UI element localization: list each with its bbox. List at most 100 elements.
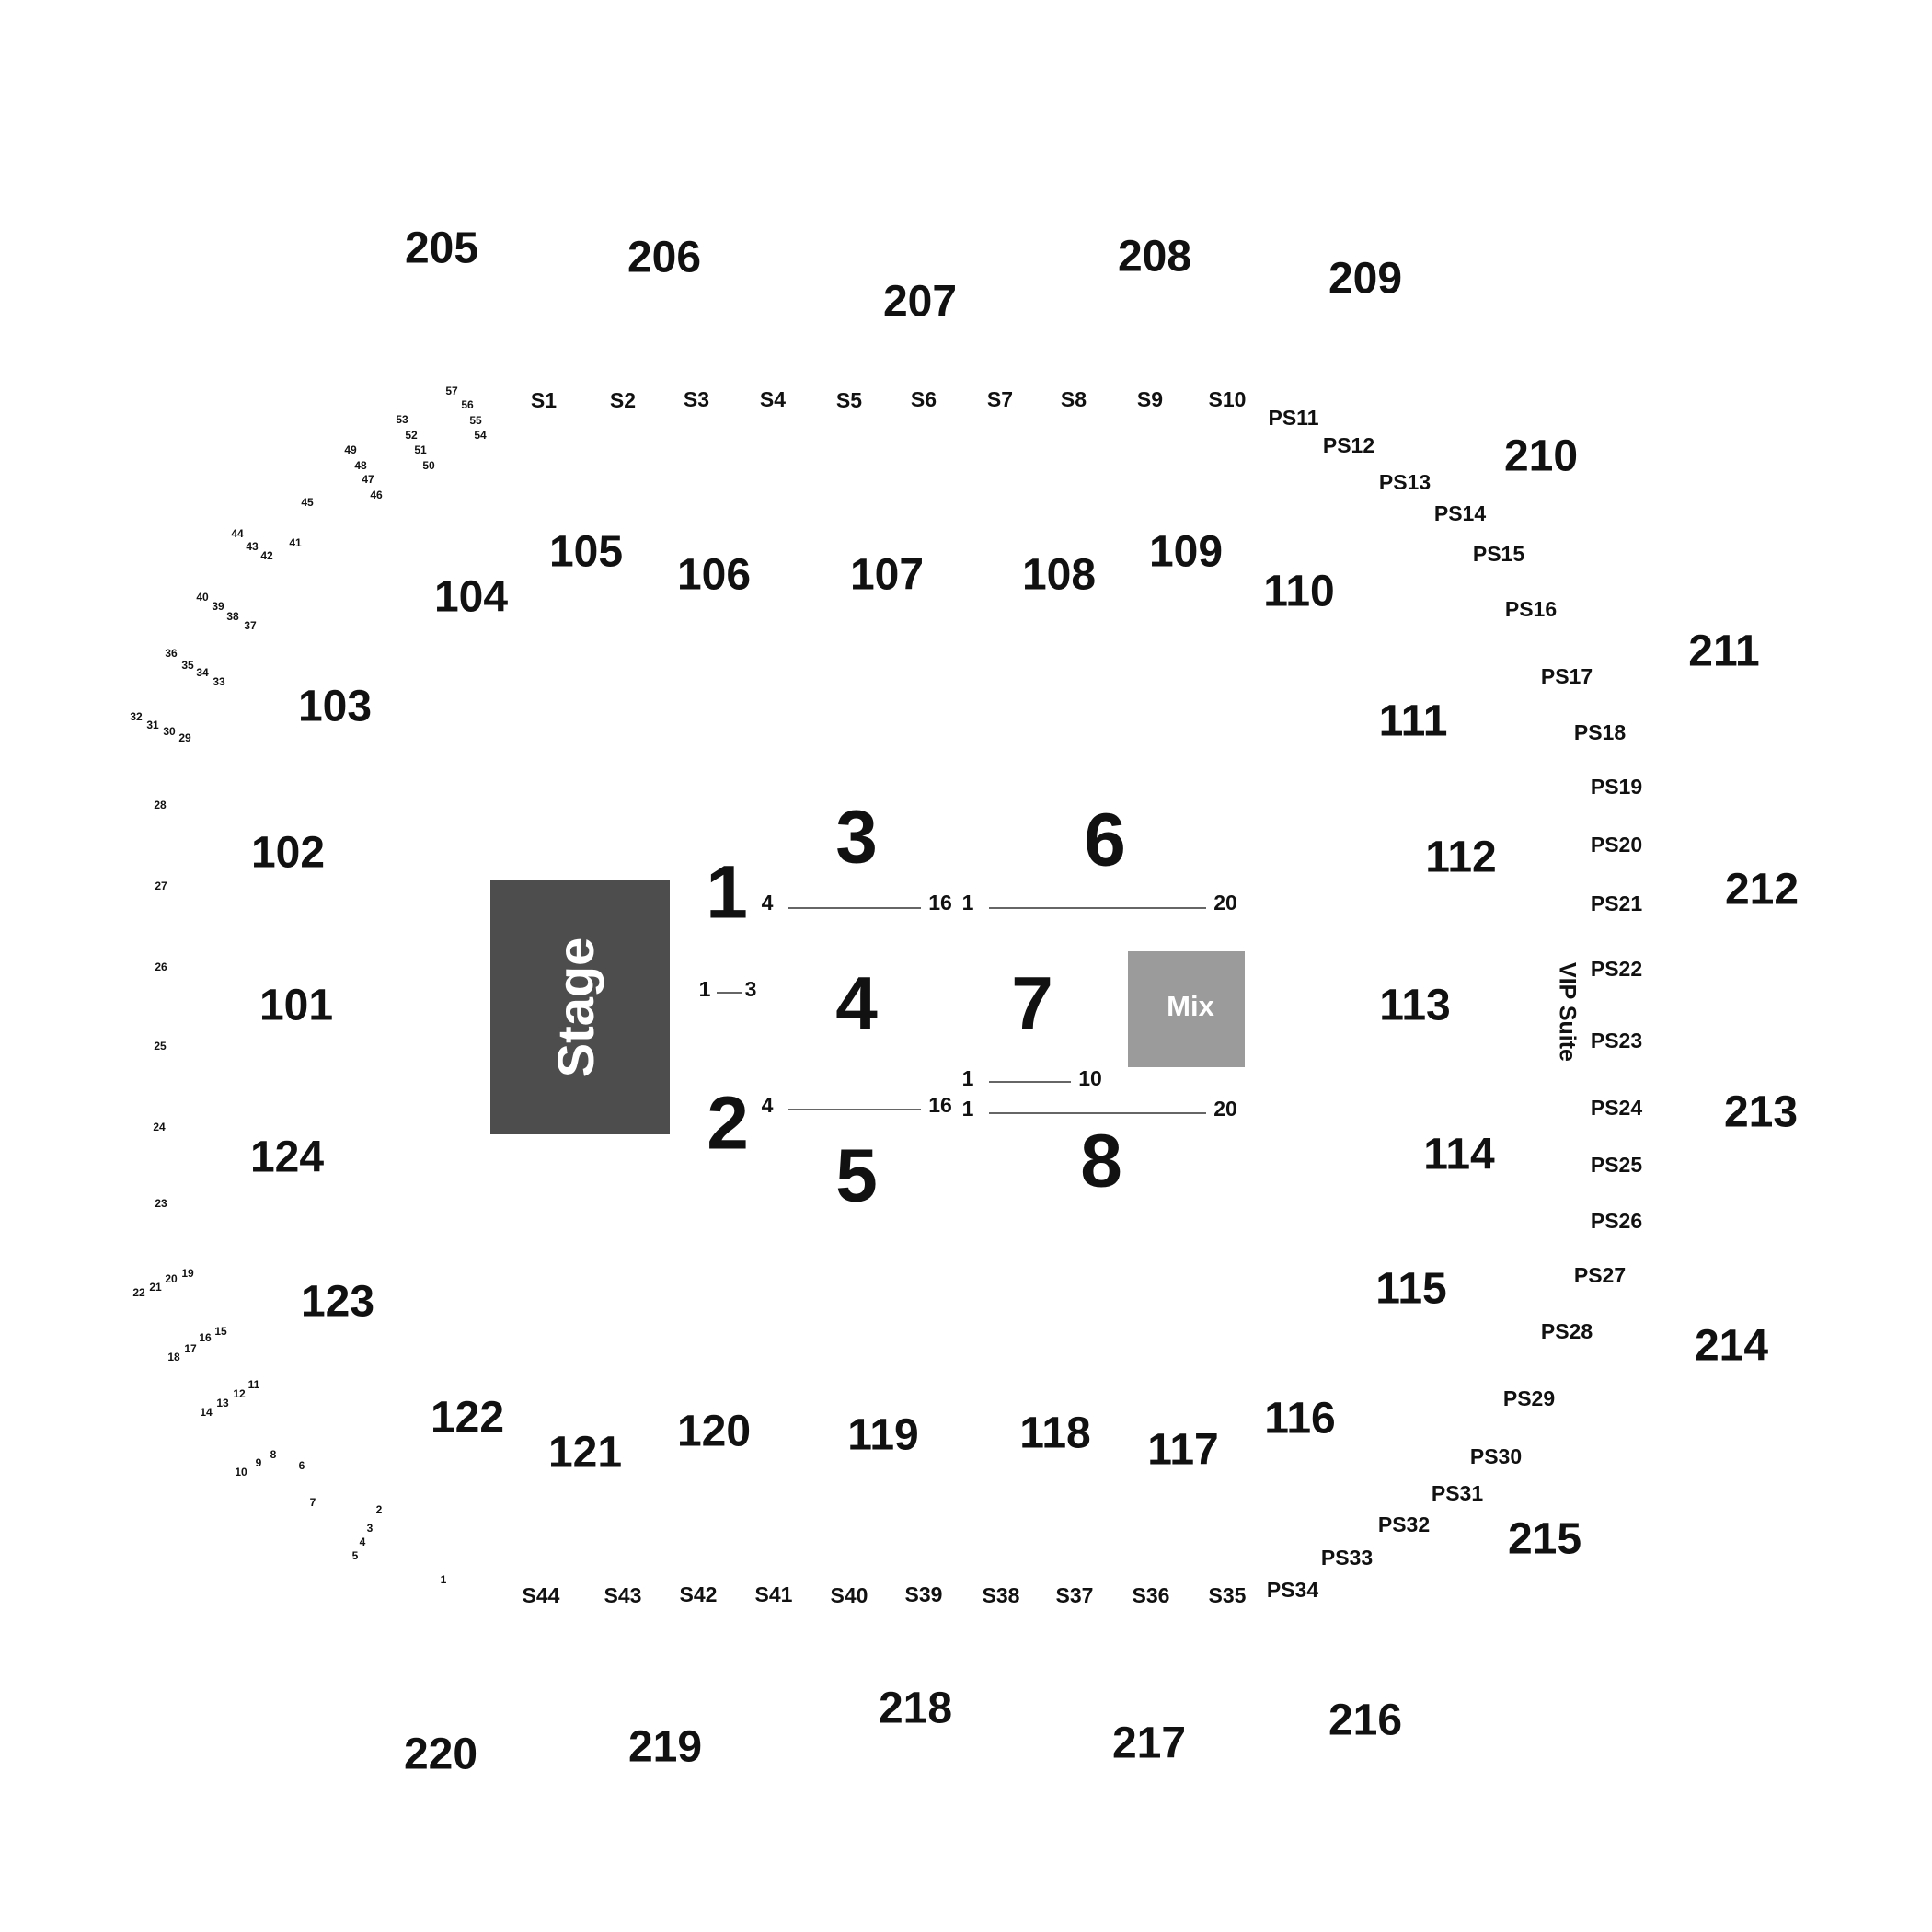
- lower-section-label[interactable]: 121: [548, 1429, 622, 1478]
- box-seat-label[interactable]: 42: [260, 549, 273, 562]
- box-seat-label[interactable]: 7: [310, 1496, 316, 1509]
- suite-label[interactable]: S44: [523, 1583, 560, 1607]
- box-seat-label[interactable]: 2: [376, 1503, 383, 1516]
- lower-section-label[interactable]: 111: [1379, 697, 1448, 746]
- party-suite-label[interactable]: PS34: [1267, 1578, 1318, 1602]
- upper-section-label[interactable]: 218: [879, 1685, 952, 1733]
- party-suite-label[interactable]: PS30: [1470, 1444, 1522, 1468]
- box-seat-label[interactable]: 50: [422, 459, 435, 472]
- box-seat-label[interactable]: 31: [146, 719, 159, 731]
- floor-section-label[interactable]: 4: [835, 962, 878, 1046]
- suite-label[interactable]: S36: [1133, 1583, 1170, 1607]
- box-seat-label[interactable]: 4: [360, 1535, 366, 1548]
- lower-section-label[interactable]: 117: [1147, 1426, 1218, 1475]
- box-seat-label[interactable]: 13: [216, 1397, 229, 1409]
- party-suite-label[interactable]: PS27: [1574, 1263, 1626, 1287]
- lower-section-label[interactable]: 105: [549, 528, 623, 577]
- suite-label[interactable]: S37: [1056, 1583, 1094, 1607]
- party-suite-label[interactable]: PS11: [1269, 406, 1319, 430]
- suite-label[interactable]: S5: [836, 388, 862, 412]
- lower-section-label[interactable]: 118: [1019, 1409, 1090, 1458]
- suite-label[interactable]: S40: [831, 1583, 868, 1607]
- party-suite-label[interactable]: PS18: [1574, 720, 1626, 744]
- box-seat-label[interactable]: 29: [178, 731, 191, 744]
- party-suite-label[interactable]: PS31: [1432, 1481, 1483, 1505]
- lower-section-label[interactable]: 103: [298, 683, 372, 731]
- suite-label[interactable]: S4: [760, 387, 786, 411]
- box-seat-label[interactable]: 26: [155, 960, 167, 973]
- suite-label[interactable]: S9: [1137, 387, 1163, 411]
- box-seat-label[interactable]: 41: [289, 536, 302, 549]
- suite-label[interactable]: S2: [610, 388, 636, 412]
- box-seat-label[interactable]: 3: [367, 1522, 374, 1535]
- suite-label[interactable]: S42: [680, 1582, 718, 1606]
- suite-label[interactable]: S7: [987, 387, 1013, 411]
- box-seat-label[interactable]: 25: [154, 1040, 167, 1052]
- upper-section-label[interactable]: 207: [883, 278, 957, 327]
- box-seat-label[interactable]: 33: [213, 675, 225, 688]
- box-seat-label[interactable]: 21: [149, 1281, 162, 1294]
- lower-section-label[interactable]: 113: [1379, 982, 1450, 1030]
- box-seat-label[interactable]: 48: [354, 459, 367, 472]
- party-suite-label[interactable]: PS14: [1434, 501, 1486, 525]
- upper-section-label[interactable]: 205: [405, 224, 478, 273]
- box-seat-label[interactable]: 1: [441, 1573, 447, 1586]
- party-suite-label[interactable]: PS19: [1591, 775, 1642, 799]
- party-suite-label[interactable]: PS13: [1379, 470, 1431, 494]
- box-seat-label[interactable]: 55: [469, 414, 482, 427]
- lower-section-label[interactable]: 112: [1425, 834, 1496, 882]
- box-seat-label[interactable]: 51: [414, 443, 427, 456]
- party-suite-label[interactable]: PS20: [1591, 833, 1642, 857]
- floor-section-label[interactable]: 8: [1080, 1120, 1122, 1203]
- box-seat-label[interactable]: 14: [200, 1406, 213, 1419]
- box-seat-label[interactable]: 12: [233, 1387, 246, 1400]
- floor-section-label[interactable]: 3: [835, 796, 878, 880]
- box-seat-label[interactable]: 23: [155, 1197, 167, 1210]
- vip-suite-label[interactable]: VIP Suite: [1554, 962, 1580, 1062]
- box-seat-label[interactable]: 32: [130, 710, 143, 723]
- upper-section-label[interactable]: 208: [1118, 233, 1191, 282]
- lower-section-label[interactable]: 122: [431, 1394, 504, 1443]
- suite-label[interactable]: S6: [911, 387, 937, 411]
- upper-section-label[interactable]: 211: [1688, 627, 1759, 676]
- box-seat-label[interactable]: 16: [199, 1331, 212, 1344]
- party-suite-label[interactable]: PS12: [1323, 433, 1374, 457]
- lower-section-label[interactable]: 101: [259, 982, 333, 1030]
- party-suite-label[interactable]: PS21: [1591, 891, 1642, 915]
- upper-section-label[interactable]: 210: [1504, 432, 1578, 481]
- lower-section-label[interactable]: 102: [251, 829, 325, 878]
- suite-label[interactable]: S38: [983, 1583, 1020, 1607]
- suite-label[interactable]: S8: [1061, 387, 1087, 411]
- box-seat-label[interactable]: 34: [196, 666, 209, 679]
- box-seat-label[interactable]: 43: [246, 540, 259, 553]
- upper-section-label[interactable]: 206: [627, 234, 701, 282]
- suite-label[interactable]: S10: [1209, 387, 1247, 411]
- lower-section-label[interactable]: 108: [1022, 551, 1096, 600]
- upper-section-label[interactable]: 209: [1328, 255, 1402, 304]
- suite-label[interactable]: S41: [755, 1582, 793, 1606]
- upper-section-label[interactable]: 220: [404, 1731, 477, 1779]
- suite-label[interactable]: S1: [531, 388, 557, 412]
- party-suite-label[interactable]: PS23: [1591, 1029, 1642, 1052]
- box-seat-label[interactable]: 40: [196, 591, 209, 604]
- lower-section-label[interactable]: 120: [677, 1408, 751, 1456]
- lower-section-label[interactable]: 116: [1264, 1395, 1335, 1443]
- party-suite-label[interactable]: PS28: [1541, 1319, 1593, 1343]
- box-seat-label[interactable]: 15: [214, 1325, 227, 1338]
- box-seat-label[interactable]: 6: [299, 1459, 305, 1472]
- party-suite-label[interactable]: PS32: [1378, 1512, 1430, 1536]
- floor-section-label[interactable]: 2: [707, 1082, 749, 1166]
- box-seat-label[interactable]: 30: [163, 725, 176, 738]
- box-seat-label[interactable]: 28: [154, 799, 167, 811]
- box-seat-label[interactable]: 24: [153, 1121, 166, 1133]
- box-seat-label[interactable]: 20: [165, 1272, 178, 1285]
- box-seat-label[interactable]: 45: [301, 496, 314, 509]
- floor-section-label[interactable]: 7: [1011, 962, 1053, 1046]
- lower-section-label[interactable]: 119: [847, 1411, 918, 1460]
- box-seat-label[interactable]: 17: [184, 1342, 197, 1355]
- box-seat-label[interactable]: 9: [256, 1456, 262, 1469]
- party-suite-label[interactable]: PS26: [1591, 1209, 1642, 1233]
- party-suite-label[interactable]: PS17: [1541, 664, 1593, 688]
- box-seat-label[interactable]: 36: [165, 647, 178, 660]
- upper-section-label[interactable]: 216: [1328, 1696, 1402, 1745]
